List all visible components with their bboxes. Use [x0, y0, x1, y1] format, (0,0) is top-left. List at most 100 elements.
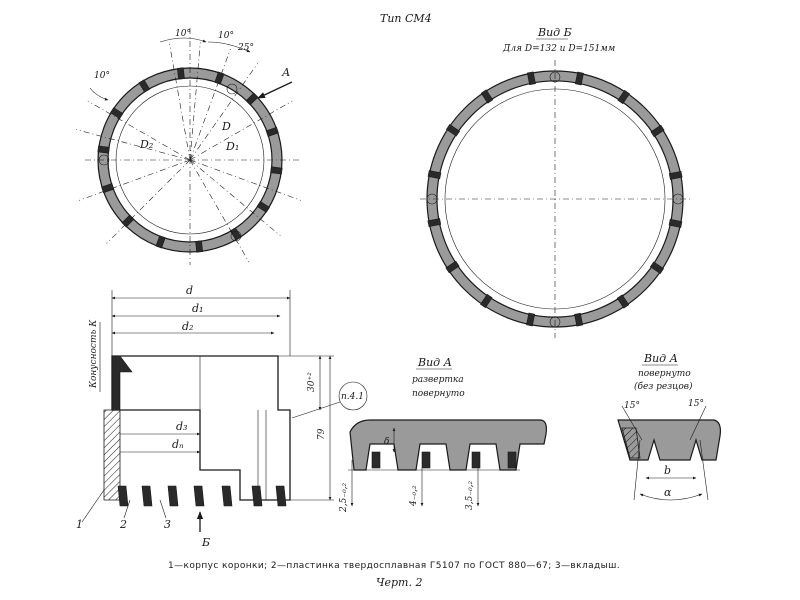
view-a1-insert-3	[471, 451, 481, 469]
tooth	[574, 71, 584, 86]
angle-label-1: 10°	[175, 29, 191, 39]
tooth	[427, 170, 442, 180]
view-b: Вид Б Для D=132 и D=151мм	[420, 26, 690, 338]
part-leader-2	[123, 499, 131, 519]
tooth	[229, 227, 242, 241]
dim-79: 79	[317, 428, 327, 440]
radial-line	[189, 48, 231, 161]
tooth	[617, 89, 630, 105]
view-a2-angle-right	[689, 405, 707, 441]
dim-dn: dₙ	[172, 438, 184, 451]
view-a1-insert-1	[371, 451, 381, 469]
caption: 1—корпус коронки; 2—пластинка твердоспла…	[168, 561, 620, 571]
tooth	[616, 294, 630, 309]
view-a-unfolded: Вид А развертка повернуто 2,5₋₀,₂ δ 4₋₀,…	[339, 356, 547, 513]
tooth	[427, 218, 442, 228]
tooth	[270, 166, 283, 175]
part-label-3: 3	[164, 518, 171, 531]
view-a2-angle-left	[621, 405, 643, 441]
view-a2-alpha-label: α	[664, 486, 672, 499]
section-tooth	[275, 485, 287, 507]
view-a1-sub2: повернуто	[412, 389, 465, 399]
top-ring-view: 10° 10° 25° 10° А D D₁ D₂	[75, 28, 302, 265]
tooth	[445, 124, 461, 137]
angle-arc-3	[89, 87, 109, 101]
section-teeth	[117, 485, 287, 507]
ref-label: п.4.1	[341, 392, 364, 402]
section-tooth	[193, 485, 205, 507]
dim-d3: d₃	[176, 420, 187, 433]
angle-arc-1	[159, 37, 207, 43]
view-a2-alpha-arc	[639, 493, 703, 501]
tooth	[668, 218, 683, 228]
view-a1-dim-25-label: 2,5₋₀,₂	[339, 482, 349, 513]
tooth	[526, 71, 536, 86]
view-b-pin-left	[426, 193, 438, 205]
view-a1-insert-4	[507, 451, 517, 469]
tooth	[574, 312, 584, 327]
angle-label-4: 10°	[94, 71, 110, 81]
angle-label-2: 10°	[218, 31, 234, 41]
view-b-subtitle: Для D=132 и D=151мм	[502, 44, 615, 54]
tooth	[649, 261, 665, 274]
drawing-title: Тип СМ4	[380, 12, 432, 25]
view-b-title: Вид Б	[537, 26, 572, 39]
tooth	[110, 107, 124, 120]
section-top-wall	[111, 355, 133, 411]
view-b-pin-bottom	[549, 316, 561, 328]
section-tooth	[251, 485, 263, 507]
tooth	[177, 67, 185, 80]
part-leader-3	[159, 499, 167, 519]
part-label-1: 1	[76, 518, 83, 531]
view-a2-angle-right-label: 15°	[688, 399, 704, 409]
dim-d1: d₁	[192, 302, 203, 315]
cone-label: Конусность К	[89, 319, 99, 389]
angle-label-3: 25°	[237, 43, 254, 53]
view-a1-strip	[349, 419, 547, 471]
section-wall	[103, 409, 121, 501]
pin-bottom	[230, 230, 242, 242]
pin-left	[98, 154, 110, 166]
view-arrow-a	[257, 81, 293, 99]
view-a1-delta-label: δ	[384, 437, 389, 447]
section-tooth	[141, 485, 153, 507]
tooth	[155, 235, 166, 249]
radial-line	[78, 159, 191, 201]
view-a2-angle-left-label: 15°	[624, 401, 640, 411]
view-b-pin-right	[672, 193, 684, 205]
ref-leader	[291, 401, 341, 419]
part-label-2: 2	[119, 518, 127, 531]
tooth	[245, 92, 259, 106]
section-tooth	[167, 485, 179, 507]
dim-30: 30⁺²	[307, 372, 317, 392]
section-body	[111, 355, 291, 501]
diam-label-d1: D₁	[225, 140, 239, 153]
view-a1-insert-2	[421, 451, 431, 469]
tooth	[256, 200, 270, 213]
angle-arc-2	[207, 41, 251, 53]
ref-circle	[338, 381, 368, 411]
view-a2-hatch	[621, 427, 641, 459]
tooth	[195, 240, 203, 253]
view-a2-title: Вид А	[643, 352, 678, 365]
dim-d2: d₂	[182, 320, 193, 333]
tooth	[97, 145, 110, 154]
figure-label: Черт. 2	[376, 576, 422, 589]
diam-label-d: D	[221, 120, 231, 133]
view-a2-b-label: b	[664, 464, 671, 477]
view-a-rotated: Вид А повернуто (без резцов) 15° 15° b α	[617, 352, 721, 501]
view-b-teeth	[427, 71, 683, 327]
tooth	[480, 293, 493, 309]
radial-line	[75, 129, 191, 161]
tooth	[214, 71, 225, 85]
tooth	[265, 126, 279, 137]
radial-line	[189, 159, 302, 201]
tooth	[138, 79, 151, 93]
ring-teeth	[97, 67, 283, 253]
tooth	[101, 183, 115, 194]
tooth	[526, 312, 536, 327]
section-tooth	[221, 485, 233, 507]
tooth	[121, 214, 135, 228]
radial-line	[189, 42, 201, 161]
section-tooth	[117, 485, 129, 507]
